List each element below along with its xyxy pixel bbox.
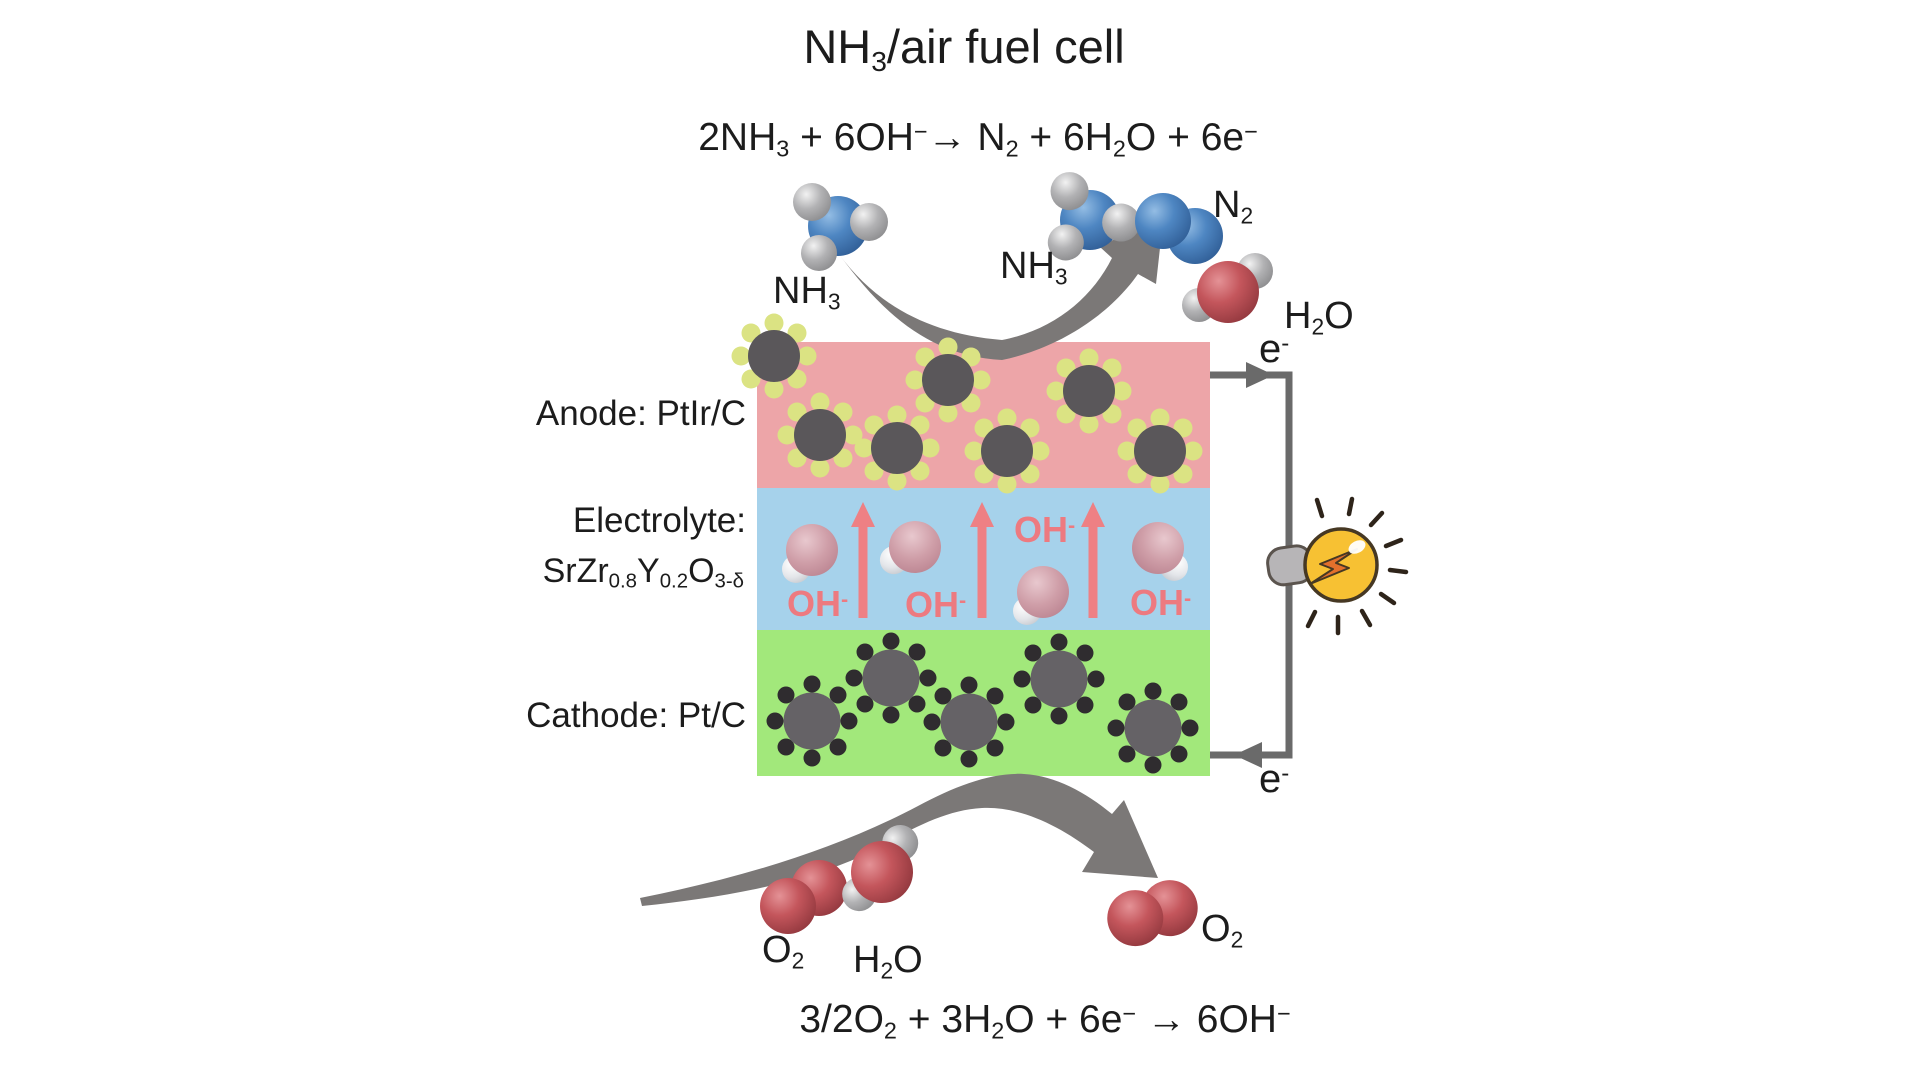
bulb-highlight xyxy=(1348,540,1366,554)
h2o-molecule-top xyxy=(1182,253,1273,323)
h2o-label-top: H2O xyxy=(1284,295,1354,340)
nh3-molecule-left xyxy=(793,183,888,271)
oh-label-3: OH- xyxy=(1014,509,1076,550)
electron-arrow-bottom xyxy=(1234,742,1262,768)
cathode-layer xyxy=(757,630,1210,776)
cathode-label: Cathode: Pt/C xyxy=(526,696,746,735)
anode-layer xyxy=(757,342,1210,488)
anode-label: Anode: PtIr/C xyxy=(535,394,746,433)
o2-molecule-reactant xyxy=(760,860,847,934)
reaction-arrow-bottom xyxy=(640,773,1158,906)
cathode-reaction-equation: 3/2O2 + 3H2O + 6e− → 6OH− xyxy=(799,998,1291,1044)
o2-label-reactant: O2 xyxy=(762,929,805,974)
lightning-bolt-icon xyxy=(1309,548,1358,585)
bulb-rays xyxy=(1305,496,1409,636)
nh3-label-right: NH3 xyxy=(1000,245,1068,290)
diagram-title: NH3/air fuel cell xyxy=(803,20,1125,77)
bulb-base xyxy=(1266,544,1314,587)
oh-label-4: OH- xyxy=(1130,582,1192,623)
oh-label-1: OH- xyxy=(787,583,849,624)
n2-molecule xyxy=(1135,193,1223,264)
h2o-label-reactant: H2O xyxy=(853,939,923,984)
bulb-glass xyxy=(1303,527,1379,603)
electron-label-bottom: e- xyxy=(1259,757,1290,801)
electrolyte-label: Electrolyte: xyxy=(572,501,746,540)
electrolyte-formula: SrZr0.8Y0.2O3-δ xyxy=(542,552,744,593)
anode-reaction-equation: 2NH3 + 6OH−→ N2 + 6H2O + 6e− xyxy=(698,116,1258,162)
o2-molecule-product xyxy=(1101,866,1204,960)
h2o-molecule-reactant xyxy=(825,819,935,917)
oh-label-2: OH- xyxy=(905,584,967,625)
nh3-label-left: NH3 xyxy=(773,270,841,315)
o2-label-product: O2 xyxy=(1201,908,1244,953)
circuit-wire xyxy=(1210,362,1293,768)
light-bulb xyxy=(1266,496,1409,636)
electron-label-top: e- xyxy=(1259,327,1290,371)
n2-label: N2 xyxy=(1213,184,1254,229)
